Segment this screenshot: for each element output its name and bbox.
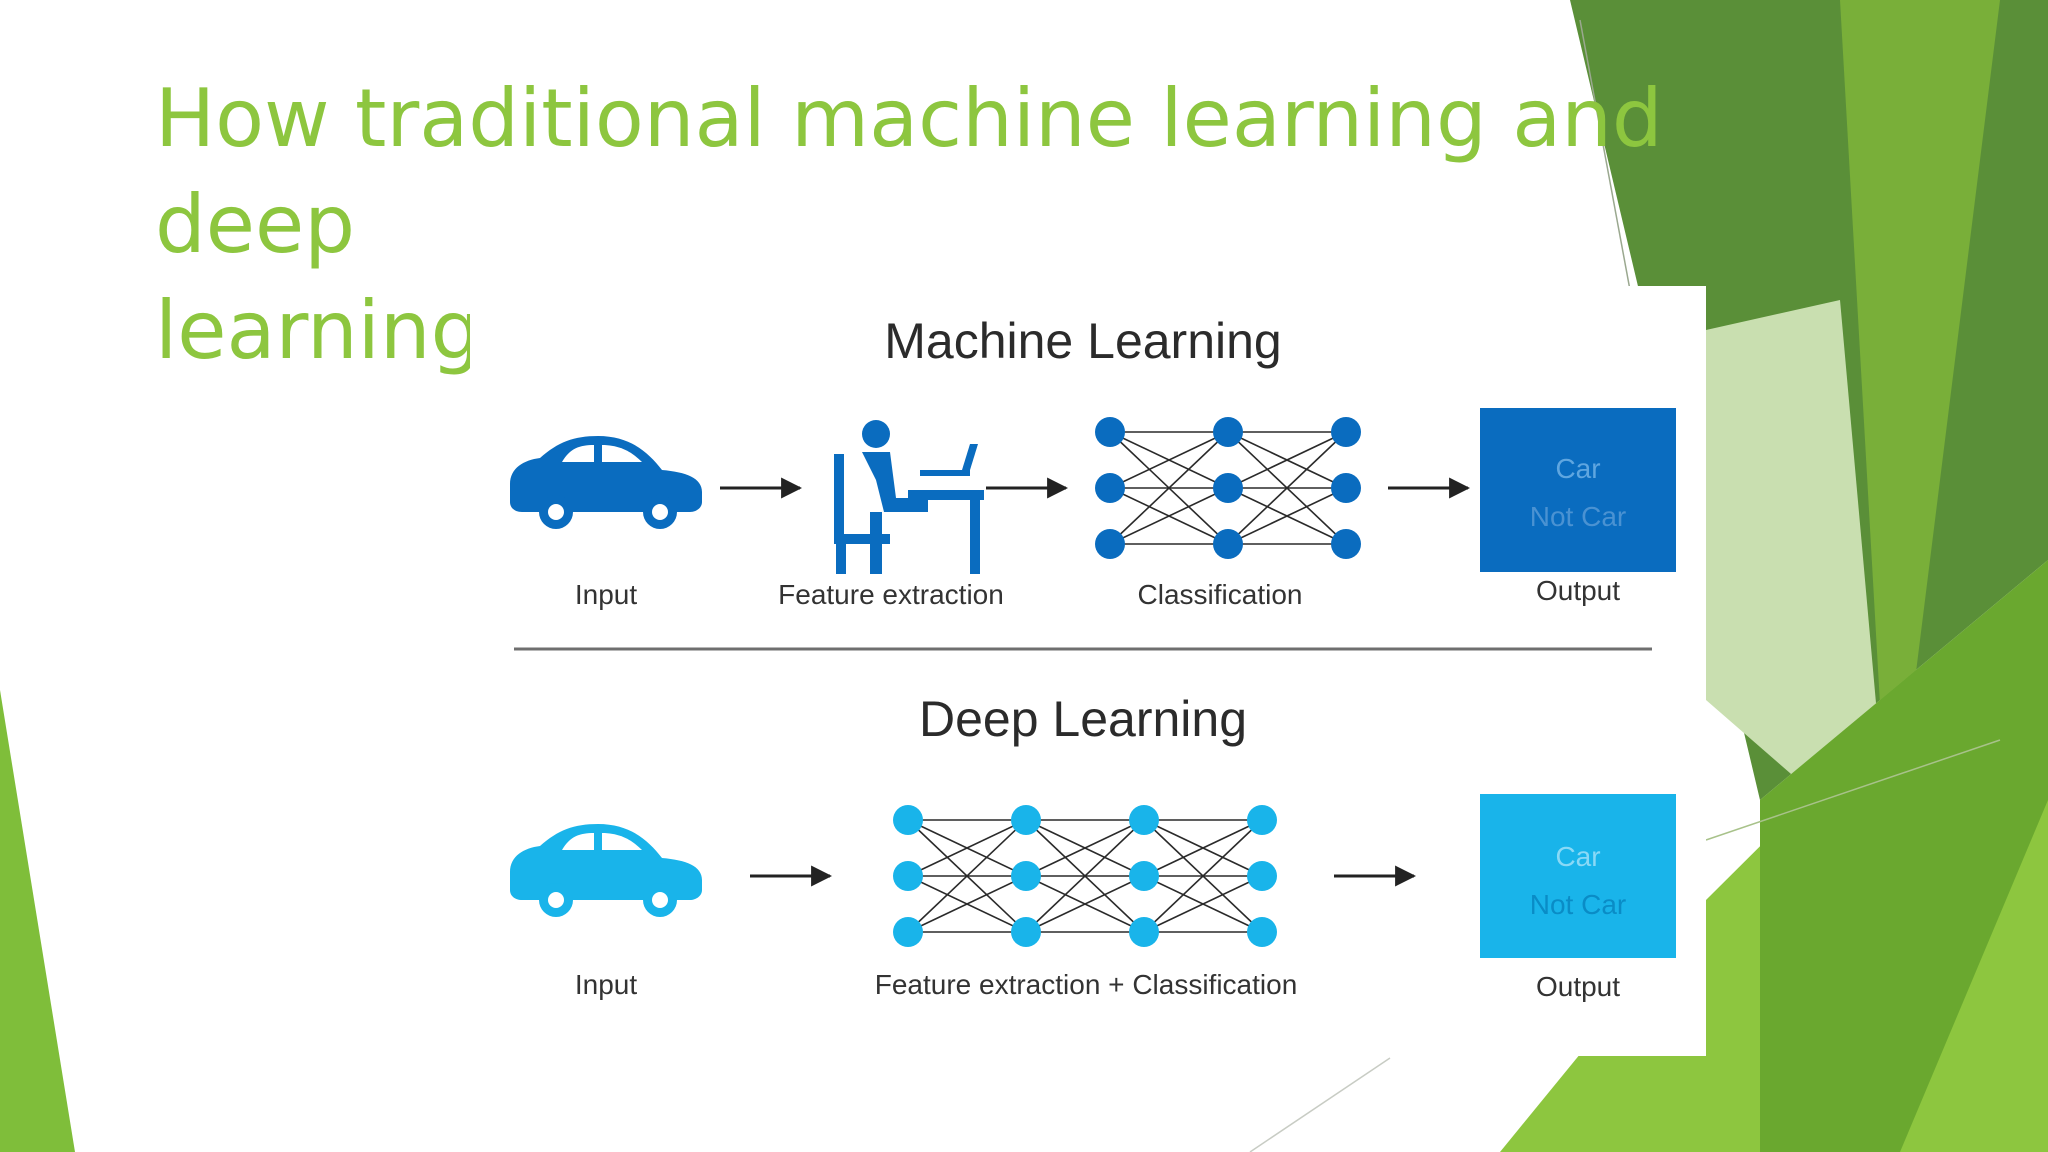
network-node — [893, 861, 923, 891]
ml-classification-label: Classification — [1138, 579, 1303, 610]
network-connection — [907, 875, 1027, 933]
ml-vs-dl-diagram: Machine Learning Input Feature extractio… — [510, 313, 1676, 1002]
ml-output-label: Output — [1536, 575, 1620, 606]
background-line — [1249, 1057, 1391, 1152]
background-shape-left — [0, 690, 75, 1152]
ml-feature-extraction-label: Feature extraction — [778, 579, 1004, 610]
network-node — [1095, 529, 1125, 559]
person-at-desk-icon — [834, 420, 984, 574]
network-connection — [907, 819, 1027, 933]
network-connection — [1109, 487, 1229, 545]
slide-title: How traditional machine learning and dee… — [155, 66, 1855, 384]
network-node — [1213, 473, 1243, 503]
background-shape-lime — [1760, 560, 2048, 1152]
dl-output-not-car-text: Not Car — [1530, 889, 1626, 920]
network-connection — [1025, 819, 1145, 877]
network-node — [1247, 861, 1277, 891]
neural-network-icon — [893, 805, 1277, 947]
background-line — [1705, 739, 2001, 841]
network-node — [1331, 417, 1361, 447]
car-icon — [510, 824, 702, 917]
ml-input-label: Input — [575, 579, 637, 610]
network-connection — [907, 819, 1027, 877]
network-connection — [1025, 819, 1145, 933]
network-node — [1247, 805, 1277, 835]
network-connection — [1227, 431, 1347, 545]
background-line — [1579, 19, 1631, 291]
network-node — [1011, 805, 1041, 835]
ml-output-car-text: Car — [1555, 453, 1600, 484]
network-connection — [1143, 875, 1263, 933]
dl-feature-extraction-classification-label: Feature extraction + Classification — [875, 969, 1298, 1000]
network-connection — [1143, 819, 1263, 877]
ml-vs-dl-figure: Machine Learning Input Feature extractio… — [470, 286, 1706, 1056]
neural-network-icon — [1095, 417, 1361, 559]
dl-output-car-text: Car — [1555, 841, 1600, 872]
network-node — [1011, 861, 1041, 891]
network-connection — [1109, 431, 1229, 545]
dl-output-box — [1480, 794, 1676, 958]
slide-title-line-1: How traditional machine learning and dee… — [155, 72, 1663, 271]
network-node — [1331, 529, 1361, 559]
network-node — [1095, 417, 1125, 447]
network-node — [893, 805, 923, 835]
network-node — [1213, 529, 1243, 559]
ml-heading: Machine Learning — [884, 313, 1282, 369]
network-node — [1247, 917, 1277, 947]
network-connection — [1227, 431, 1347, 489]
dl-input-label: Input — [575, 969, 637, 1000]
dl-heading: Deep Learning — [919, 691, 1247, 747]
network-connection — [1227, 487, 1347, 545]
network-node — [1129, 805, 1159, 835]
network-node — [1331, 473, 1361, 503]
background-shape-mid — [1840, 0, 2000, 880]
network-node — [1129, 917, 1159, 947]
network-connection — [1025, 875, 1145, 933]
ml-output-box — [1480, 408, 1676, 572]
dl-output-label: Output — [1536, 971, 1620, 1002]
network-node — [1011, 917, 1041, 947]
ml-output-not-car-text: Not Car — [1530, 501, 1626, 532]
network-node — [1095, 473, 1125, 503]
car-icon — [510, 436, 702, 529]
network-node — [1213, 417, 1243, 447]
network-connection — [1109, 431, 1229, 489]
network-node — [893, 917, 923, 947]
network-node — [1129, 861, 1159, 891]
background-shape-pale — [1706, 300, 1890, 860]
network-connection — [1143, 819, 1263, 933]
